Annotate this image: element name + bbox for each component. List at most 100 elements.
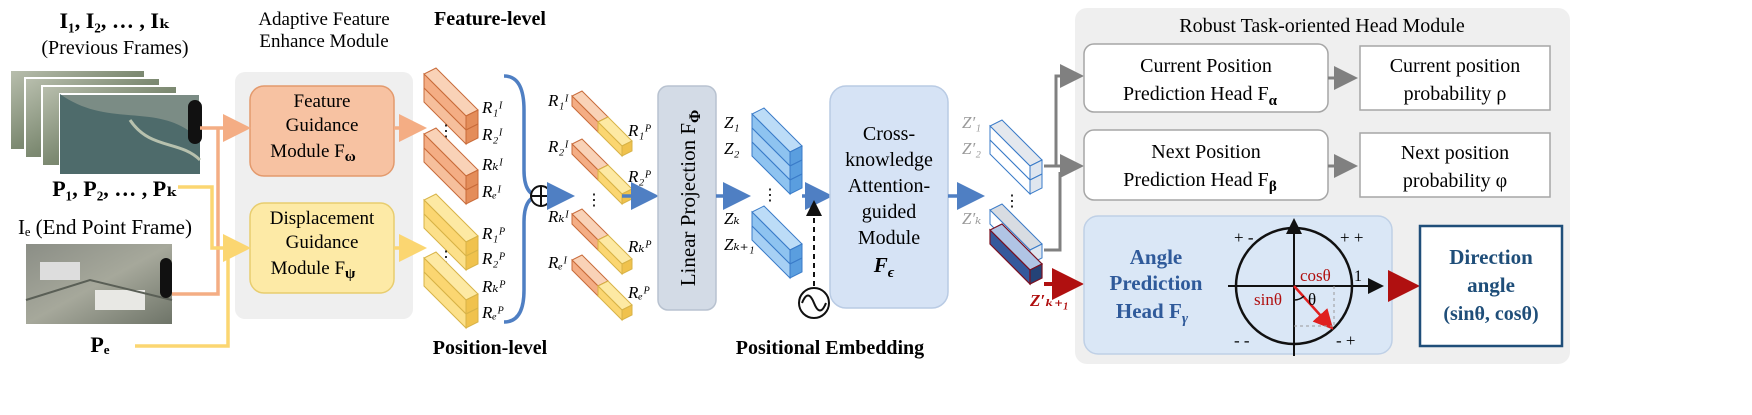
svg-text:Z₂: Z₂ bbox=[724, 139, 739, 158]
previous-frames-caption: (Previous Frames) bbox=[41, 37, 188, 59]
linear-projection-module: Linear Projection FΦ bbox=[657, 85, 717, 311]
svg-text:Rₑᴾ: Rₑᴾ bbox=[481, 303, 504, 322]
end-point-frame-image bbox=[25, 244, 173, 324]
svg-text:R₁ᴾ: R₁ᴾ bbox=[481, 224, 505, 243]
head-module-title: Robust Task-oriented Head Module bbox=[1179, 15, 1465, 37]
svg-text:Prediction Head Fβ: Prediction Head Fβ bbox=[1123, 169, 1277, 195]
feature-cuboids: ⋮ bbox=[423, 67, 479, 206]
svg-text:Linear Projection FΦ: Linear Projection FΦ bbox=[676, 110, 704, 287]
direct-sum-icon bbox=[530, 185, 552, 207]
svg-text:Rₑᴵ: Rₑᴵ bbox=[481, 182, 502, 201]
feature-level-label: Feature-level bbox=[434, 8, 546, 30]
svg-text:probability φ: probability φ bbox=[1403, 170, 1507, 192]
current-position-head: Current Position Prediction Head Fα bbox=[1083, 43, 1329, 113]
displacement-guidance-module: Displacement Guidance Module Fψ bbox=[249, 202, 395, 294]
svg-text:angle: angle bbox=[1467, 273, 1515, 297]
position-level-labels: R₁ᴾ R₂ᴾ Rₖᴾ Rₑᴾ bbox=[481, 224, 506, 322]
positional-embedding-label: Positional Embedding bbox=[736, 337, 924, 359]
head-routing-arrows bbox=[1044, 64, 1084, 252]
angle-prediction-head-label: Angle Prediction Head Fγ bbox=[1110, 245, 1203, 327]
sine-wave-icon bbox=[798, 287, 830, 319]
svg-text:Rₑᴵ: Rₑᴵ bbox=[547, 253, 568, 272]
feature-level-labels: R₁ᴵ R₂ᴵ Rₖᴵ Rₑᴵ bbox=[481, 98, 504, 201]
svg-text:⋮: ⋮ bbox=[1004, 193, 1020, 210]
svg-text:probability ρ: probability ρ bbox=[1404, 83, 1507, 105]
position-cuboids: ⋮ bbox=[423, 193, 479, 330]
svg-text:Prediction Head Fα: Prediction Head Fα bbox=[1123, 83, 1278, 109]
output-cuboids: ⋮ bbox=[988, 119, 1044, 286]
svg-text:Head Fγ: Head Fγ bbox=[1116, 299, 1189, 327]
cross-knowledge-attention-module: Cross- knowledge Attention- guided Modul… bbox=[829, 85, 949, 309]
positions-label: P₁, P₂, … , Pₖ bbox=[52, 176, 178, 201]
svg-text:θ: θ bbox=[1308, 290, 1316, 309]
token-labels: Z₁ Z₂ Zₖ Zₖ₊₁ bbox=[724, 113, 755, 254]
svg-text:+ +: + + bbox=[1340, 228, 1363, 247]
svg-text:knowledge: knowledge bbox=[845, 149, 933, 171]
svg-text:Angle: Angle bbox=[1130, 245, 1183, 269]
svg-text:Rₑᴾ: Rₑᴾ bbox=[627, 283, 650, 302]
merged-position-labels: R₁ᴾ R₂ᴾ Rₖᴾ Rₑᴾ bbox=[627, 121, 652, 302]
svg-text:R₁ᴵ: R₁ᴵ bbox=[481, 98, 503, 117]
afe-title-line1: Adaptive Feature bbox=[258, 9, 389, 30]
svg-text:Rₖᴾ: Rₖᴾ bbox=[627, 237, 652, 256]
svg-text:Z′₁: Z′₁ bbox=[962, 113, 981, 132]
svg-text:Rₖᴵ: Rₖᴵ bbox=[481, 155, 504, 174]
svg-text:Zₖ: Zₖ bbox=[724, 209, 740, 228]
previous-frames-stack bbox=[9, 69, 202, 175]
svg-text:Module Fω: Module Fω bbox=[270, 141, 355, 165]
afe-title-line2: Enhance Module bbox=[259, 31, 388, 52]
svg-text:Rₖᴵ: Rₖᴵ bbox=[547, 207, 570, 226]
direction-angle-box: Direction angle (sinθ, cosθ) bbox=[1418, 224, 1564, 348]
unit-circle-diagram bbox=[1228, 218, 1384, 356]
end-position-label: Pₑ bbox=[90, 332, 109, 357]
svg-text:Guidance: Guidance bbox=[286, 115, 359, 136]
svg-text:Z′₂: Z′₂ bbox=[962, 139, 981, 158]
svg-text:cosθ: cosθ bbox=[1300, 266, 1331, 285]
svg-text:R₂ᴵ: R₂ᴵ bbox=[481, 125, 503, 144]
svg-text:Z′ₖ: Z′ₖ bbox=[962, 209, 981, 228]
svg-text:R₁ᴵ: R₁ᴵ bbox=[547, 91, 569, 110]
next-position-probability: Next position probability φ bbox=[1359, 132, 1551, 198]
feature-guidance-module: Feature Guidance Module Fω bbox=[249, 85, 395, 177]
unit-circle-labels: + - + + - - - + cosθ sinθ θ 1 bbox=[1234, 228, 1363, 350]
end-frame-label: Iₑ (End Point Frame) bbox=[18, 215, 192, 239]
input-arrows bbox=[135, 114, 427, 348]
svg-text:Rₖᴾ: Rₖᴾ bbox=[481, 277, 506, 296]
svg-text:Displacement: Displacement bbox=[270, 208, 375, 229]
previous-frames-label: I₁, I₂, … , Iₖ bbox=[60, 8, 171, 33]
output-labels: Z′₁ Z′₂ Z′ₖ bbox=[962, 113, 981, 228]
svg-text:Prediction: Prediction bbox=[1110, 271, 1203, 295]
svg-text:Cross-: Cross- bbox=[863, 123, 915, 145]
svg-text:Module Fψ: Module Fψ bbox=[271, 258, 356, 282]
svg-text:Z₁: Z₁ bbox=[724, 113, 739, 132]
svg-text:- +: - + bbox=[1336, 331, 1356, 350]
svg-text:Current position: Current position bbox=[1390, 55, 1521, 77]
svg-text:+ -: + - bbox=[1234, 228, 1254, 247]
svg-text:Next position: Next position bbox=[1401, 142, 1509, 164]
svg-text:Next Position: Next Position bbox=[1151, 141, 1260, 163]
merged-feature-labels: R₁ᴵ R₂ᴵ Rₖᴵ Rₑᴵ bbox=[547, 91, 570, 272]
next-position-head: Next Position Prediction Head Fβ bbox=[1083, 129, 1329, 201]
svg-text:(sinθ, cosθ): (sinθ, cosθ) bbox=[1443, 303, 1538, 325]
svg-text:Guidance: Guidance bbox=[286, 232, 359, 253]
position-level-label: Position-level bbox=[433, 337, 548, 359]
svg-text:1: 1 bbox=[1354, 268, 1362, 285]
svg-text:R₂ᴾ: R₂ᴾ bbox=[481, 249, 505, 268]
svg-text:Module: Module bbox=[858, 227, 920, 249]
svg-text:⋮: ⋮ bbox=[586, 192, 602, 209]
svg-text:⋮: ⋮ bbox=[762, 187, 778, 204]
svg-text:- -: - - bbox=[1234, 331, 1250, 350]
svg-text:Feature: Feature bbox=[294, 91, 351, 112]
svg-text:R₂ᴵ: R₂ᴵ bbox=[547, 137, 569, 156]
current-position-probability: Current position probability ρ bbox=[1359, 45, 1551, 111]
svg-text:Fϵ: Fϵ bbox=[873, 253, 895, 281]
token-cuboids: ⋮ bbox=[751, 107, 803, 280]
svg-text:sinθ: sinθ bbox=[1254, 290, 1282, 309]
output-last-label: Z′ₖ₊₁ bbox=[1029, 291, 1069, 310]
svg-text:Direction: Direction bbox=[1449, 245, 1533, 269]
merged-cuboids: ⋮ bbox=[571, 90, 633, 322]
svg-text:Current Position: Current Position bbox=[1140, 55, 1272, 77]
svg-text:Attention-: Attention- bbox=[848, 175, 930, 197]
svg-text:Zₖ₊₁: Zₖ₊₁ bbox=[724, 235, 755, 254]
